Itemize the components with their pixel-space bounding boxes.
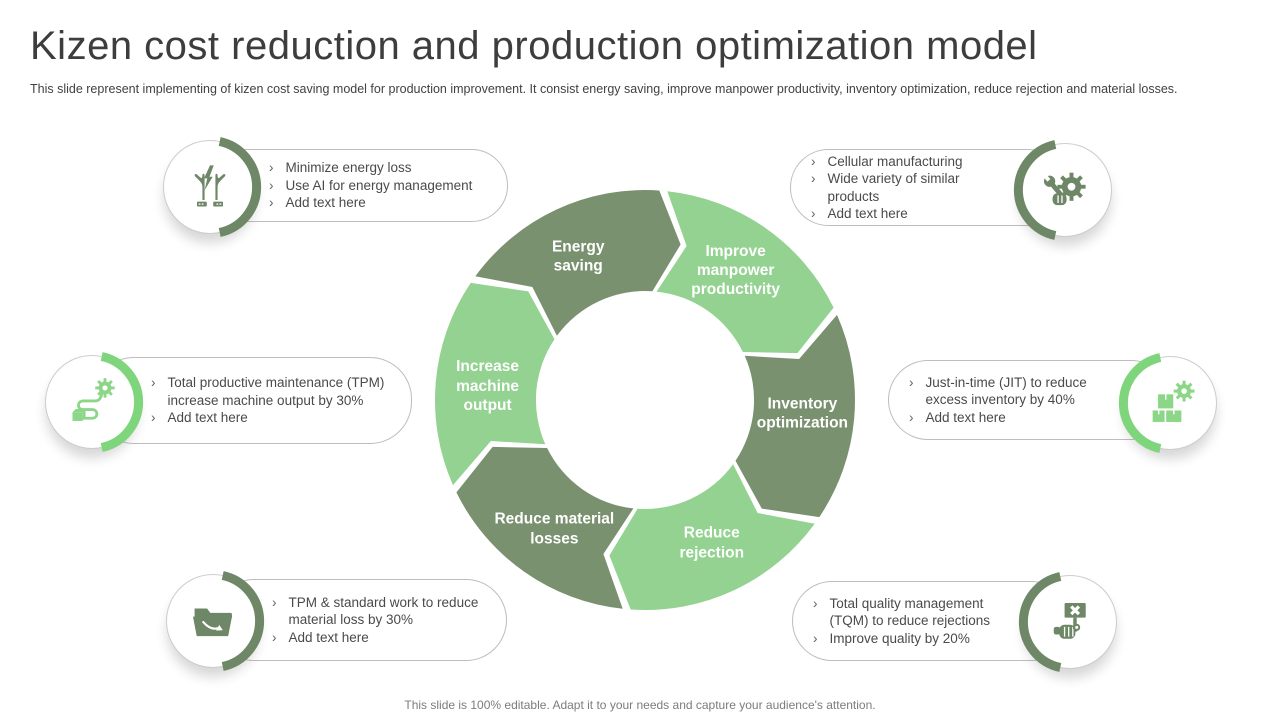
badge-ring [1118,353,1217,453]
cycle-segment-reduce-material-losses [456,446,634,609]
cycle-segments-svg [434,190,856,610]
hands-energy-icon [194,165,226,207]
badge-ring [45,352,144,452]
cycle-segment-improve-manpower [656,191,834,354]
footer-note: This slide is 100% editable. Adapt it to… [404,698,876,712]
bullet-text: Add text here [925,409,1006,425]
bullet-item: › Total quality management (TQM) to reduc… [813,595,1008,630]
folder-loss-icon [192,608,232,637]
callout-tpm-material-badge [161,569,265,673]
badge-ring [166,571,265,671]
callout-tqm-badge [1018,570,1122,674]
bullet-chevron-icon: › [811,171,816,186]
callout-energy-badge [158,135,262,239]
bullet-list: › Cellular manufacturing › Wide variety of … [791,150,1065,225]
cycle-segment-label-increase-machine-output: Increase machine output [456,358,520,414]
bullet-chevron-icon: › [272,594,277,610]
bullet-list: › Total quality management (TQM) to reduc… [793,582,1070,660]
callout-tpm-machine-badge [40,350,144,454]
bullet-item: › Just-in-time (JIT) to reduce excess inv… [909,374,1108,409]
badge-ring [1013,140,1112,240]
bullet-text: TPM & standard work to reduce material l… [288,594,479,628]
callout-tpm-machine-box: › Total productive maintenance (TPM) incr… [92,357,412,444]
bullet-item: › TPM & standard work to reduce material … [272,594,490,629]
bullet-text: Add text here [285,195,366,211]
cycle-segment-increase-machine-output [434,282,555,486]
bullet-text: Minimize energy loss [285,160,412,176]
bullet-chevron-icon: › [151,375,156,391]
badge-ring [163,137,262,237]
bullet-item: › Cellular manufacturing [811,153,1003,171]
callout-cellular-badge [1013,138,1117,242]
cycle-segment-inventory-optimization [735,314,856,518]
bullet-text: Total productive maintenance (TPM) incre… [167,375,385,408]
bullet-chevron-icon: › [811,153,816,169]
cycle-segment-label-reduce-rejection: Reduce rejection [679,524,745,562]
bullet-item: › Wide variety of similar products [811,170,1003,205]
bullet-item: › Add text here [909,409,1108,427]
boxes-gear-icon [1152,380,1195,422]
callout-energy-box: › Minimize energy loss › Use AI for energy … [210,149,508,222]
callout-jit-badge [1118,351,1222,455]
bullet-item: › Add text here [151,409,395,427]
bullet-chevron-icon: › [813,630,818,646]
cycle-segment-label-improve-manpower: Improve manpower productivity [691,242,780,299]
cycle-diagram: Energy saving Improve manpower productivi… [425,180,865,620]
cycle-segment-energy-saving [475,190,681,336]
bullet-item: › Improve quality by 20% [813,630,1008,648]
bullet-text: Total quality management (TQM) to reduce… [829,595,991,629]
badge-ring [1018,572,1117,672]
bullet-chevron-icon: › [813,595,818,611]
bullet-list: › Minimize energy loss › Use AI for energy … [211,150,507,221]
route-box-gear-icon [72,378,115,421]
bullet-chevron-icon: › [269,195,274,211]
cycle-segment-label-inventory-optimization: Inventory optimization [756,395,849,432]
bullet-chevron-icon: › [811,206,816,221]
subtitle: This slide represent implementing of kiz… [30,82,1178,96]
bullet-list: › Total productive maintenance (TPM) incr… [93,358,411,443]
bullet-text: Improve quality by 20% [829,630,970,646]
callout-jit-box: › Just-in-time (JIT) to reduce excess inv… [888,360,1171,440]
bullet-item: › Add text here [272,629,490,647]
cycle-segment-label-reduce-material-losses: Reduce material losses [494,511,615,548]
bullet-text: Cellular manufacturing [827,153,963,169]
bullet-chevron-icon: › [909,409,914,425]
bullet-text: Add text here [167,410,248,426]
wrench-gear-icon [1043,172,1086,206]
bullet-item: › Total productive maintenance (TPM) incr… [151,374,395,409]
bullet-text: Add text here [827,206,908,221]
bullet-chevron-icon: › [909,374,914,390]
bullet-chevron-icon: › [272,629,277,645]
bullet-text: Just-in-time (JIT) to reduce excess inve… [925,374,1087,408]
bullet-chevron-icon: › [269,177,274,193]
bullet-list: › TPM & standard work to reduce material … [214,580,506,660]
bullet-item: › Add text here [811,205,1003,223]
bullet-chevron-icon: › [269,160,274,176]
bullet-text: Wide variety of similar products [827,171,960,204]
bullet-item: › Minimize energy loss [269,159,491,177]
cycle-segment-label-energy-saving: Energy saving [551,238,605,275]
bullet-text: Use AI for energy management [285,177,473,193]
cycle-segment-reduce-rejection [609,464,815,610]
bullet-item: › Use AI for energy management [269,177,491,195]
rejection-sign-icon [1053,603,1086,639]
page-title: Kizen cost reduction and production opti… [30,24,1038,68]
bullet-item: › Add text here [269,194,491,212]
bullet-text: Add text here [288,629,369,645]
bullet-chevron-icon: › [151,410,156,426]
bullet-list: › Just-in-time (JIT) to reduce excess inv… [889,361,1170,439]
